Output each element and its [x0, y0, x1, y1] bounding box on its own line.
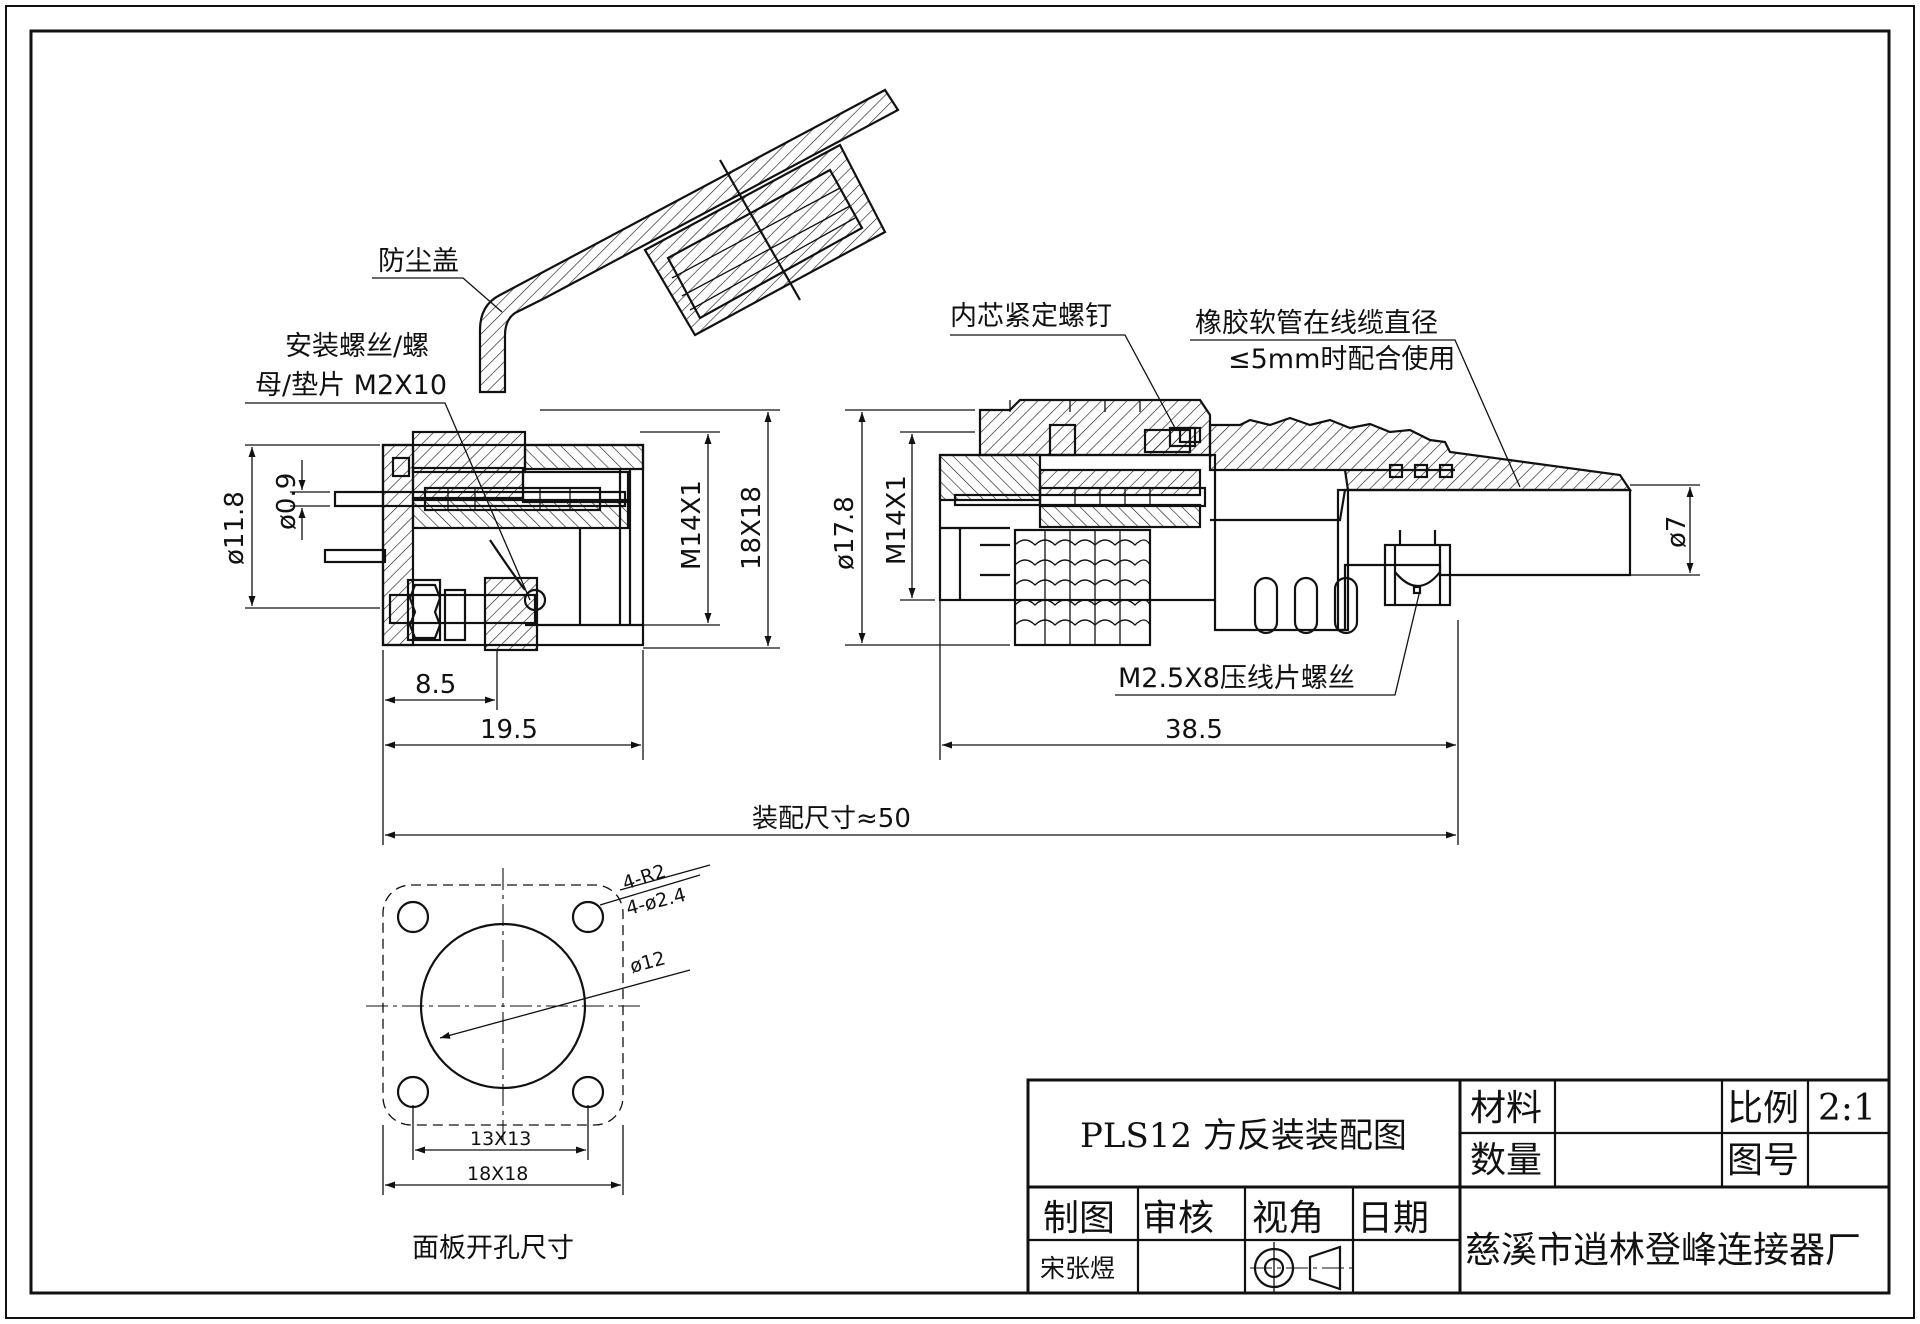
scale-value: 2:1 — [1818, 1088, 1876, 1129]
material-label: 材料 — [1470, 1088, 1542, 1129]
reviewer-label: 审核 — [1142, 1198, 1214, 1239]
panel-cutout-caption: 面板开孔尺寸 — [412, 1233, 574, 1264]
dim-cable-dia: ø7 — [1662, 516, 1692, 548]
quantity-label: 数量 — [1470, 1140, 1542, 1181]
projection-symbol-icon — [1250, 1242, 1355, 1294]
dim-assembly-length: 装配尺寸≈50 — [752, 804, 911, 834]
dim-center-hole: ø12 — [628, 947, 668, 978]
view-label: 视角 — [1252, 1198, 1324, 1239]
mount-screw-label-line1: 安装螺丝/螺 — [285, 331, 429, 362]
drafter-name: 宋张煜 — [1040, 1254, 1115, 1283]
dust-cap-label: 防尘盖 — [378, 246, 459, 277]
title-block: PLS12 方反装装配图 材料 数量 比例 2:1 图号 制图 审核 视角 日期… — [1026, 1078, 1891, 1295]
dim-plug-dia: ø17.8 — [830, 496, 860, 570]
dim-plug-thread: M14X1 — [882, 475, 912, 565]
knurl-pattern — [1014, 530, 1151, 645]
sheet-frame — [29, 29, 1891, 1295]
set-screw-label: 内芯紧定螺钉 — [950, 301, 1112, 332]
dim-hole-spacing: 13X13 — [470, 1128, 531, 1150]
socket-view: 防尘盖 安装螺丝/螺 母/垫片 M2X10 ø11.8 ø0.9 M14X1 1… — [220, 88, 900, 845]
plug-view: 内芯紧定螺钉 橡胶软管在线缆直径 ≤5mm时配合使用 M2.5X8压线片螺丝 ø… — [830, 301, 1700, 845]
scale-label: 比例 — [1727, 1088, 1799, 1129]
company-name: 慈溪市逍林登峰连接器厂 — [1465, 1230, 1861, 1271]
dim-plug-length: 38.5 — [1165, 715, 1223, 745]
drawing-title: PLS12 方反装装配图 — [1080, 1116, 1407, 1156]
date-label: 日期 — [1357, 1198, 1429, 1239]
panel-cutout: 4-R2 4-ø2.4 ø12 13X13 18X18 面板开孔尺寸 — [366, 860, 711, 1264]
dim-panel-size: 18X18 — [467, 1163, 528, 1185]
rubber-hose-label-line2: ≤5mm时配合使用 — [1228, 344, 1455, 375]
dim-pin-dia: ø0.9 — [272, 473, 302, 530]
drawing-no-label: 图号 — [1727, 1140, 1799, 1181]
dim-socket-length: 19.5 — [480, 715, 538, 745]
dim-socket-thread: M14X1 — [677, 480, 707, 570]
dim-flange-offset: 8.5 — [415, 670, 456, 700]
mount-screw-label-line2: 母/垫片 M2X10 — [255, 370, 447, 401]
sheet-outer-border — [5, 5, 1915, 1319]
dim-flange-size: 18X18 — [737, 486, 767, 570]
clamp-screw-label: M2.5X8压线片螺丝 — [1118, 663, 1355, 694]
drafter-label: 制图 — [1043, 1198, 1115, 1239]
dust-cap — [478, 88, 900, 394]
rubber-hose-label-line1: 橡胶软管在线缆直径 — [1195, 308, 1438, 339]
dim-socket-dia: ø11.8 — [220, 491, 250, 565]
